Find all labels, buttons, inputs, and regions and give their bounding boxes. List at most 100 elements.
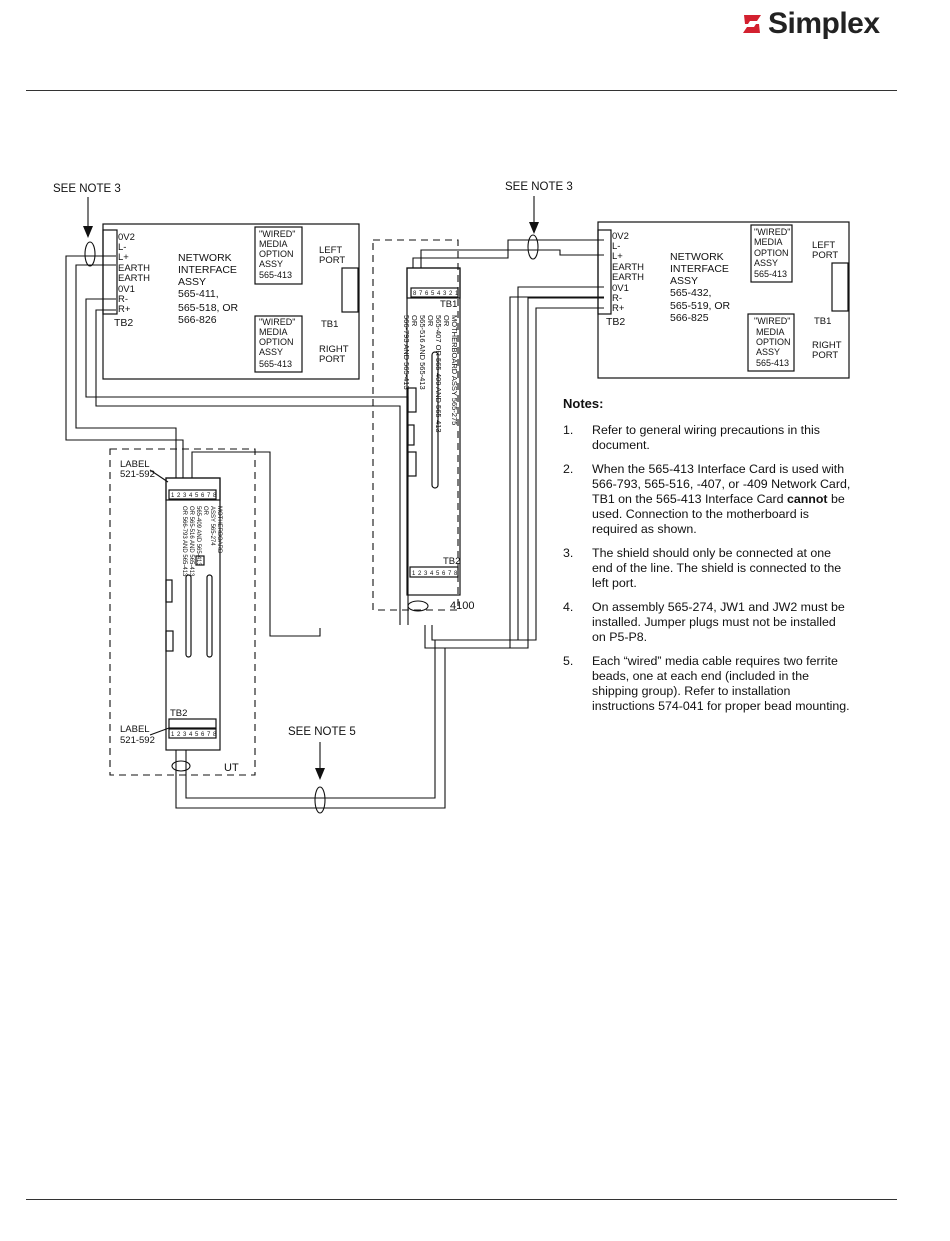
ut-top-pin: 4: [189, 493, 193, 499]
motherboard-ut-text: ASSY 565-274: [209, 506, 215, 546]
tb1-pin: 5: [431, 291, 435, 297]
motherboard-4100-header: [406, 267, 461, 299]
panel-ut-enclosure: [109, 448, 256, 776]
note-text: When the 565-413 Interface Card is used …: [592, 462, 853, 537]
brand-name: Simplex: [768, 7, 880, 40]
left-nic-media-bottom: [254, 315, 303, 373]
right-nic-left-port: PORT: [812, 250, 838, 261]
media-label: OPTION: [259, 337, 294, 347]
motherboard-ut-text: 565-409 AND 565-413: [195, 506, 201, 566]
media-label: OPTION: [259, 249, 294, 259]
note-text-part: When the 565-413 Interface Card is used …: [592, 462, 851, 506]
tb2-pin: 5: [436, 571, 440, 577]
ut-top-pin: 8: [213, 493, 217, 499]
right-nic-port-connector: [831, 262, 849, 312]
right-nic-term: EARTH: [612, 272, 644, 283]
note-text: Refer to general wiring precautions in t…: [592, 423, 820, 452]
motherboard-ut-slot: [206, 574, 213, 658]
note-arrows: [83, 196, 539, 780]
ferrite-bead: [314, 786, 326, 814]
panel-ut: 1 2 3 4 5 6 7 8 MOTHERBOARD ASSY 565-274…: [109, 448, 256, 776]
ut-bottom-pin: 5: [195, 732, 199, 738]
arrow-down-icon: [529, 222, 539, 234]
right-nic-term: R+: [612, 303, 625, 314]
motherboard-ut-text: MOTHERBOARD: [216, 506, 222, 554]
left-nic-port-connector: [341, 267, 359, 313]
ut-top-pin: 1: [171, 493, 175, 499]
tb1-pin: 3: [443, 291, 447, 297]
ferrite-bead: [527, 234, 539, 260]
motherboard-ut-tb2-label: TB2: [170, 708, 187, 719]
ut-top-label: LABEL: [120, 459, 150, 470]
motherboard-4100-tb2-label: TB2: [443, 556, 460, 567]
note-item: 5. Each “wired” media cable requires two…: [563, 654, 853, 714]
ut-bottom-pin: 6: [201, 732, 205, 738]
ut-bottom-pin: 2: [177, 732, 181, 738]
right-nic-tb1: TB1: [814, 316, 831, 327]
tb2-pin: 4: [430, 571, 434, 577]
right-nic-title: ASSY: [670, 275, 698, 287]
left-nic-term: R+: [118, 304, 131, 315]
motherboard-ut-connector: [165, 630, 174, 652]
right-nic-title: INTERFACE: [670, 263, 729, 275]
left-nic-tb1: TB1: [321, 319, 338, 330]
motherboard-4100-text: OR: [442, 315, 451, 327]
left-nic-left-port: PORT: [319, 255, 345, 266]
ut-bottom-pin: 1: [171, 732, 175, 738]
panel-4100-label: 4100: [450, 600, 474, 612]
note-number: 1.: [563, 423, 574, 437]
motherboard-4100-tb1-label: TB1: [440, 299, 457, 310]
ferrite-beads: [84, 234, 539, 814]
right-nic-terminal-block: [597, 229, 612, 315]
motherboard-4100-text: MOTHERBOARD ASSY 565-275: [450, 315, 459, 425]
motherboard-ut-text: OR 565-516 AND 565-413: [188, 506, 194, 577]
right-nic-tb2: TB2: [606, 316, 625, 328]
right-nic-title: 565-519, OR: [670, 300, 731, 312]
media-label: 565-413: [259, 270, 292, 280]
motherboard-ut-slot: [185, 574, 192, 658]
note-text: On assembly 565-274, JW1 and JW2 must be…: [592, 600, 845, 644]
notes-section: Notes: 1. Refer to general wiring precau…: [563, 396, 853, 723]
left-nic-right-port: PORT: [319, 354, 345, 365]
left-nic-title: 565-518, OR: [178, 302, 239, 314]
right-nic-title: 566-825: [670, 312, 709, 324]
left-nic-term: L+: [118, 252, 129, 263]
ut-bottom-pin: 4: [189, 732, 193, 738]
motherboard-4100-connector: [407, 387, 417, 413]
motherboard-4100-connector: [407, 451, 417, 477]
note-text-part: be used. Connection to the motherboard i…: [592, 492, 845, 536]
motherboard-ut-connector: [165, 579, 173, 603]
right-nic-term: EARTH: [612, 262, 644, 273]
left-nic-media-top: [254, 226, 303, 285]
media-label: "WIRED": [754, 316, 790, 326]
ut-top-pin: 2: [177, 493, 181, 499]
arrow-down-icon: [83, 226, 93, 238]
motherboard-4100-tb1: [410, 287, 459, 298]
see-note-5: SEE NOTE 5: [288, 726, 356, 738]
motherboard-4100-text: 565-516 AND 565-413: [418, 315, 427, 390]
ut-top-label-num: 521-592: [120, 469, 155, 480]
motherboard-ut-top-terminal: [168, 489, 217, 500]
media-label: MEDIA: [756, 327, 785, 337]
note-number: 2.: [563, 462, 574, 476]
media-label: OPTION: [754, 248, 789, 258]
note-item: 2. When the 565-413 Interface Card is us…: [563, 462, 853, 537]
left-nic-title: 565-411,: [178, 288, 219, 300]
motherboard-4100-text: 566-793 AND 565-413: [402, 315, 411, 390]
tb1-pin: 4: [437, 291, 441, 297]
ut-bottom-pin: 8: [213, 732, 217, 738]
tb2-pin: 1: [412, 571, 416, 577]
note-text-bold: cannot: [786, 492, 828, 506]
note-number: 4.: [563, 600, 574, 614]
see-note-3-left: SEE NOTE 3: [53, 183, 121, 195]
tb1-pin: 7: [419, 291, 423, 297]
left-nic-term: EARTH: [118, 273, 150, 284]
left-nic-term: 0V1: [118, 284, 135, 295]
left-nic-terminal-block: [102, 229, 118, 315]
note-number: 5.: [563, 654, 574, 668]
motherboard-ut-text: OR: [202, 506, 208, 516]
media-label: "WIRED": [754, 227, 790, 237]
right-nic-term: L-: [612, 241, 620, 252]
motherboard-4100-connector: [407, 424, 415, 446]
